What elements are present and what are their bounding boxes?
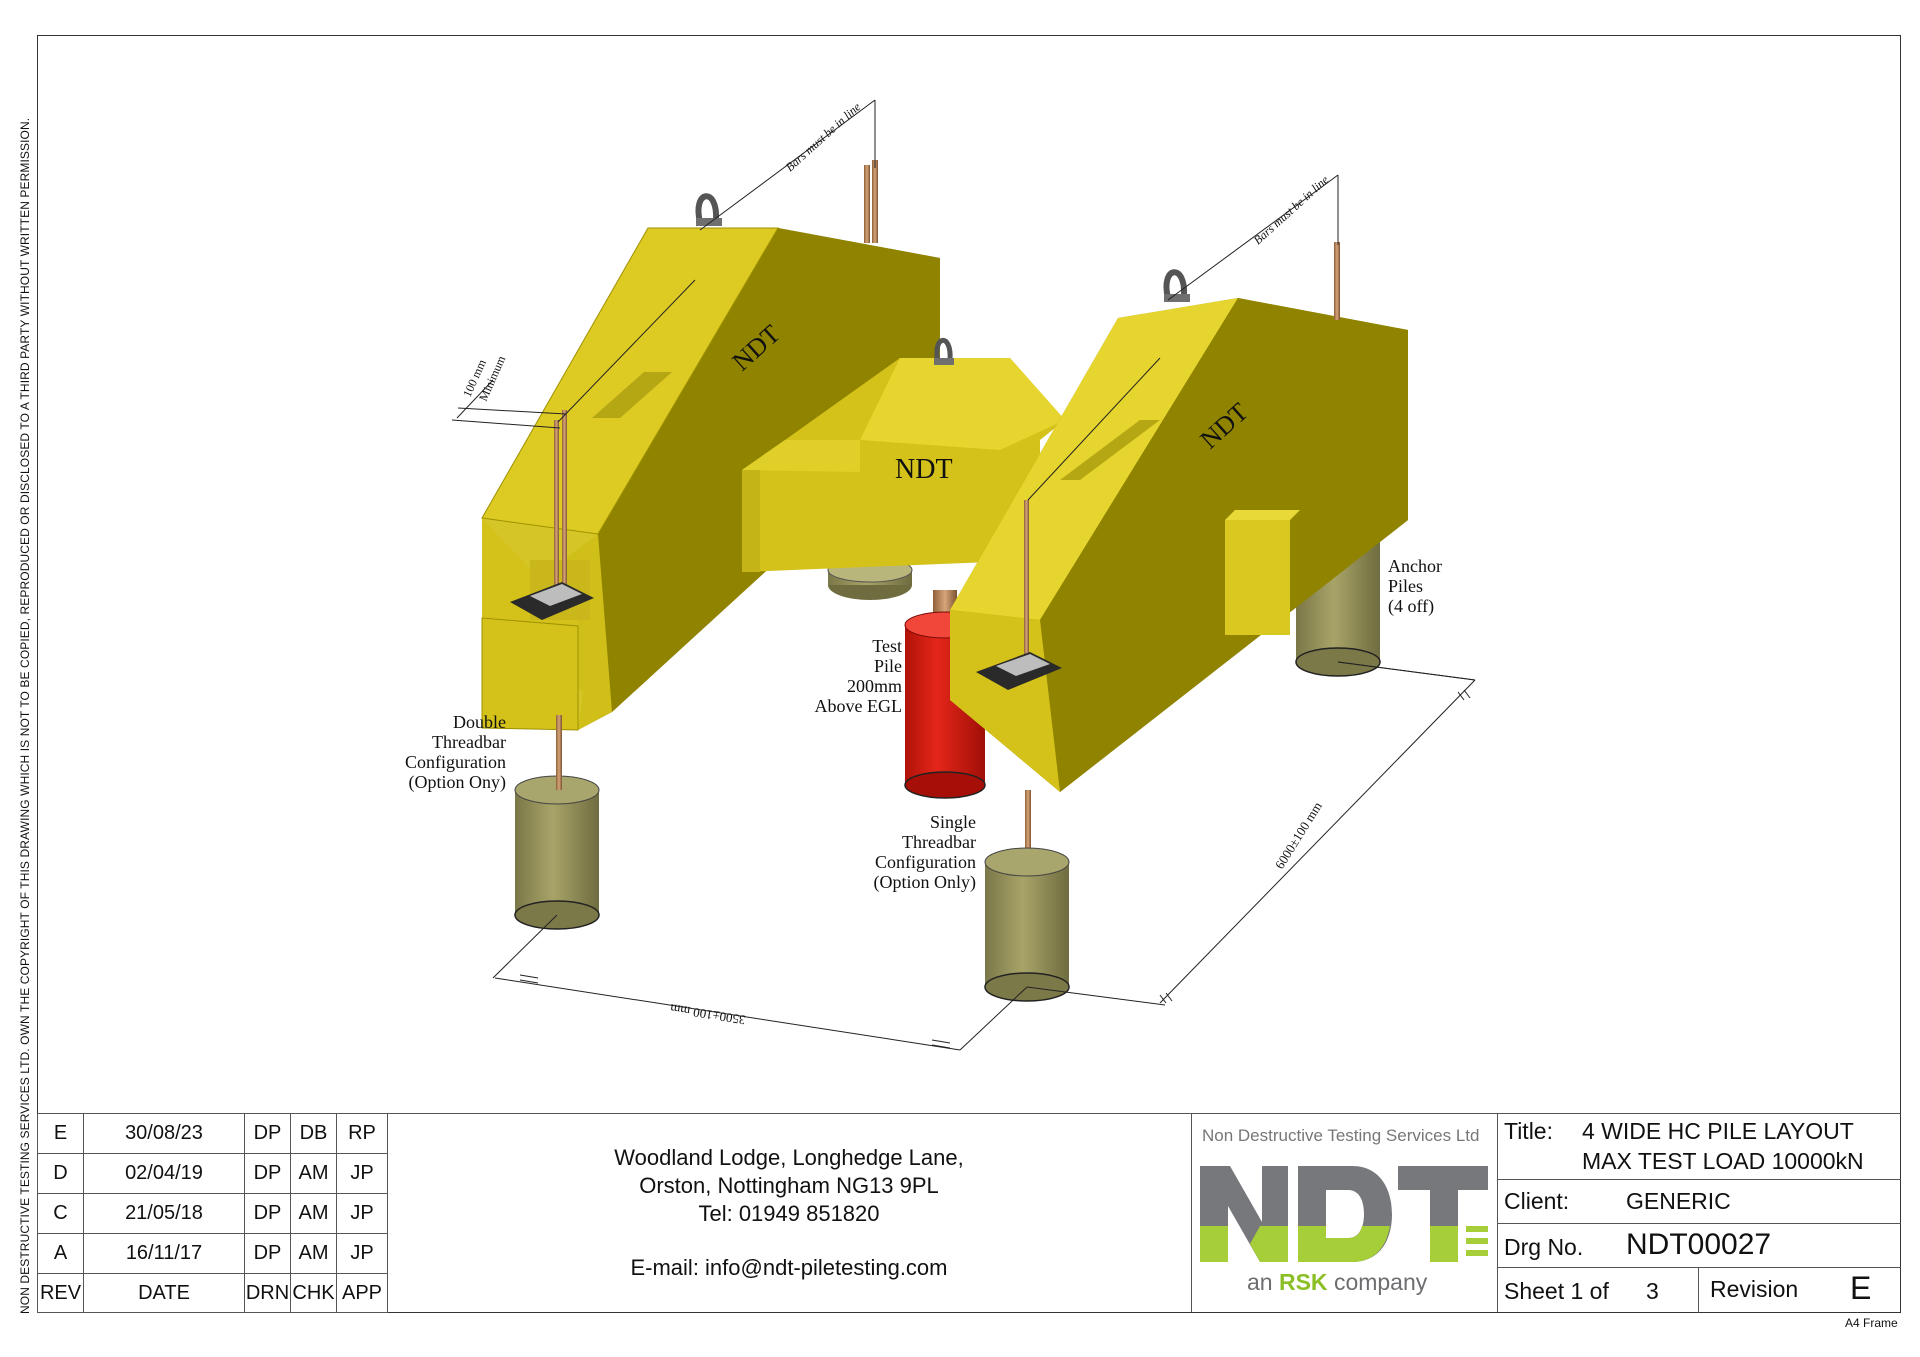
svg-text:Anchor: Anchor	[1388, 556, 1442, 576]
dimension-width-label: 3500±100 mm	[669, 1001, 747, 1028]
rsk-tagline: an RSK company	[1247, 1269, 1428, 1295]
title-line-1: 4 WIDE HC PILE LAYOUT	[1582, 1118, 1854, 1144]
chk-cell: AM	[290, 1193, 337, 1234]
test-pile-label: Test Pile 200mm Above EGL	[815, 636, 902, 716]
date-cell: 30/08/23	[83, 1113, 245, 1154]
right-beam	[950, 298, 1408, 792]
guide-lines	[451, 99, 1476, 1051]
date-cell: 16/11/17	[83, 1233, 245, 1274]
rev-cell: C	[37, 1193, 84, 1234]
date-cell: 02/04/19	[83, 1153, 245, 1194]
rev-cell: E	[37, 1113, 84, 1154]
double-threadbar-label: Double Threadbar Configuration (Option O…	[405, 712, 506, 793]
revision-row: A 16/11/17 DP AM JP	[37, 1233, 388, 1274]
svg-text:Configuration: Configuration	[405, 752, 506, 772]
shackle-left	[695, 193, 722, 226]
bearing-plate-right	[976, 652, 1062, 690]
drawing-number-label: Drg No.	[1504, 1234, 1584, 1260]
drawing-number: NDT00027	[1626, 1228, 1772, 1261]
ndt-logo-icon	[1200, 1166, 1488, 1262]
drn-cell: DP	[244, 1193, 291, 1234]
svg-text:200mm: 200mm	[847, 676, 902, 696]
shackle-right	[1163, 269, 1190, 302]
title-line-2: MAX TEST LOAD 10000kN	[1582, 1148, 1864, 1174]
revision-label: Revision	[1710, 1276, 1799, 1302]
email: E-mail: info@ndt-piletesting.com	[630, 1255, 948, 1280]
anchor-pile-right-front	[984, 847, 1070, 1002]
sheet-divider	[1698, 1268, 1699, 1313]
title-block: Title: 4 WIDE HC PILE LAYOUT MAX TEST LO…	[1498, 1113, 1901, 1313]
date-cell: 21/05/18	[83, 1193, 245, 1234]
revision-row: D 02/04/19 DP AM JP	[37, 1153, 388, 1194]
drn-cell: DP	[244, 1153, 291, 1194]
client-row: Client: GENERIC	[1498, 1179, 1901, 1223]
svg-text:Test: Test	[872, 636, 902, 656]
anchor-piles-label: Anchor Piles (4 off)	[1388, 556, 1442, 617]
svg-text:Above EGL: Above EGL	[815, 696, 902, 716]
chk-header: CHK	[290, 1273, 337, 1313]
single-threadbar-label: Single Threadbar Configuration (Option O…	[874, 812, 977, 893]
drawing-frame	[37, 35, 1901, 1313]
app-cell: RP	[336, 1113, 388, 1154]
center-beam	[742, 358, 1065, 572]
app-cell: JP	[336, 1153, 388, 1194]
address-block: Woodland Lodge, Longhedge Lane, Orston, …	[387, 1113, 1192, 1312]
client-label: Client:	[1504, 1188, 1570, 1214]
chk-cell: AM	[290, 1153, 337, 1194]
svg-text:Double: Double	[453, 712, 506, 732]
rev-header: REV	[37, 1273, 84, 1313]
date-header: DATE	[83, 1273, 245, 1313]
revision-row: C 21/05/18 DP AM JP	[37, 1193, 388, 1234]
revision-row: E 30/08/23 DP DB RP	[37, 1113, 388, 1154]
drn-cell: DP	[244, 1113, 291, 1154]
sheet-label: Sheet 1 of	[1504, 1278, 1609, 1304]
bars-note-left: Bars must be in line	[783, 99, 864, 174]
chk-cell: AM	[290, 1233, 337, 1274]
frame-size-note: A4 Frame	[1845, 1316, 1898, 1330]
svg-text:(Option Ony): (Option Ony)	[409, 772, 507, 793]
bearing-plate-left	[510, 582, 594, 620]
svg-text:Single: Single	[930, 812, 976, 832]
sheet-row: Sheet 1 of 3 Revision E	[1498, 1267, 1901, 1313]
app-cell: JP	[336, 1233, 388, 1274]
dimension-lines	[494, 679, 1476, 1051]
anchor-pile-left-front	[514, 720, 600, 930]
drawing-number-row: Drg No. NDT00027	[1498, 1223, 1901, 1267]
rsk-brand: RSK	[1278, 1269, 1328, 1295]
company-name: Non Destructive Testing Services Ltd	[1202, 1126, 1480, 1145]
svg-text:(Option Only): (Option Only)	[874, 872, 977, 893]
sheet-total: 3	[1646, 1278, 1659, 1304]
address-line-2: Orston, Nottingham NG13 9PL	[639, 1173, 939, 1198]
svg-text:Configuration: Configuration	[875, 852, 976, 872]
svg-text:Threadbar: Threadbar	[432, 732, 506, 752]
title-label: Title:	[1504, 1118, 1553, 1144]
rev-cell: D	[37, 1153, 84, 1194]
beam-center-label: NDT	[895, 454, 953, 485]
company-logo-block: Non Destructive Testing Services Ltd an …	[1192, 1113, 1498, 1312]
client-name: GENERIC	[1626, 1188, 1731, 1214]
svg-text:Pile: Pile	[874, 656, 902, 676]
app-cell: JP	[336, 1193, 388, 1234]
drn-header: DRN	[244, 1273, 291, 1313]
revision-header-row: REV DATE DRN CHK APP	[37, 1273, 388, 1313]
shackle-center	[934, 337, 954, 365]
revision-table: E 30/08/23 DP DB RP D 02/04/19 DP AM JP …	[37, 1113, 388, 1313]
address-line-1: Woodland Lodge, Longhedge Lane,	[614, 1145, 964, 1170]
svg-text:(4 off): (4 off)	[1388, 596, 1434, 617]
rev-cell: A	[37, 1233, 84, 1274]
app-header: APP	[336, 1273, 388, 1313]
revision-value: E	[1850, 1270, 1872, 1306]
title-row: Title: 4 WIDE HC PILE LAYOUT MAX TEST LO…	[1498, 1113, 1901, 1179]
telephone: Tel: 01949 851820	[698, 1201, 880, 1226]
bars-note-right: Bars must be in line	[1251, 172, 1332, 247]
chk-cell: DB	[290, 1113, 337, 1154]
svg-text:Threadbar: Threadbar	[902, 832, 976, 852]
svg-text:Piles: Piles	[1388, 576, 1423, 596]
drn-cell: DP	[244, 1233, 291, 1274]
